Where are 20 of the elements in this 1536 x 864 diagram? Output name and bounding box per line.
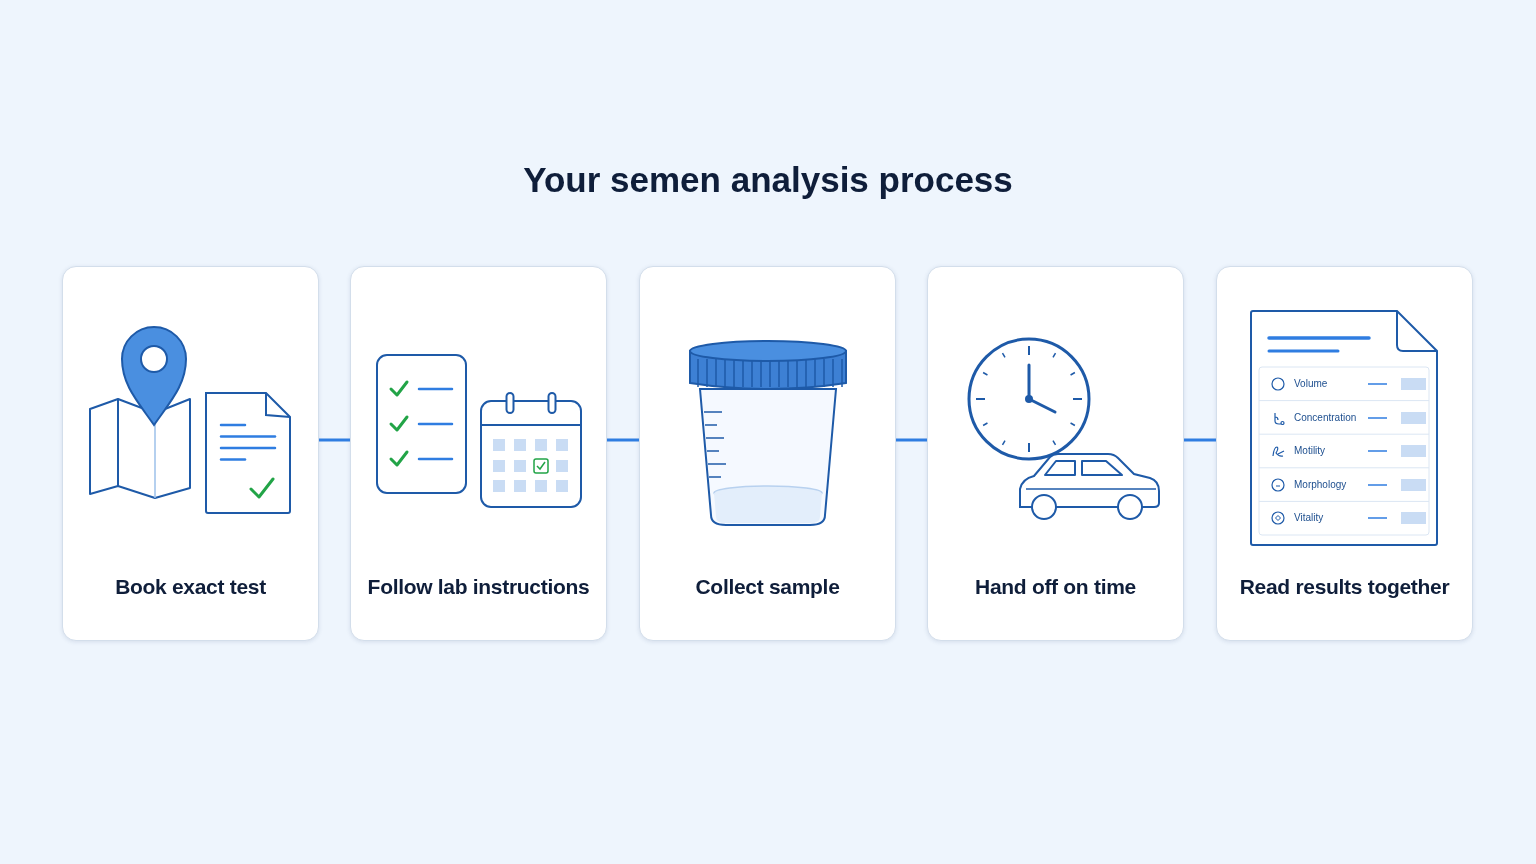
result-label: Volume (1294, 377, 1328, 391)
result-label: Motility (1294, 444, 1326, 459)
connector-line (1184, 438, 1216, 442)
step-title: Read results together (1239, 575, 1450, 598)
step-card (62, 266, 319, 641)
step-card (639, 266, 896, 641)
step-title: Hand off on time (975, 575, 1136, 598)
step-card (350, 266, 607, 641)
connector-line (896, 438, 927, 442)
step-title: Follow lab instructions (367, 575, 590, 598)
step-title: Collect sample (695, 575, 840, 598)
diagram-title: Your semen analysis process (523, 160, 1013, 199)
connector-line (607, 438, 639, 442)
result-label: Concentration (1294, 410, 1357, 425)
result-label: Vitality (1294, 511, 1324, 526)
step-title: Book exact test (115, 575, 266, 598)
result-label: Morphology (1294, 477, 1347, 492)
step-card (1216, 266, 1473, 641)
step-card (927, 266, 1184, 641)
connector-line (319, 438, 350, 442)
